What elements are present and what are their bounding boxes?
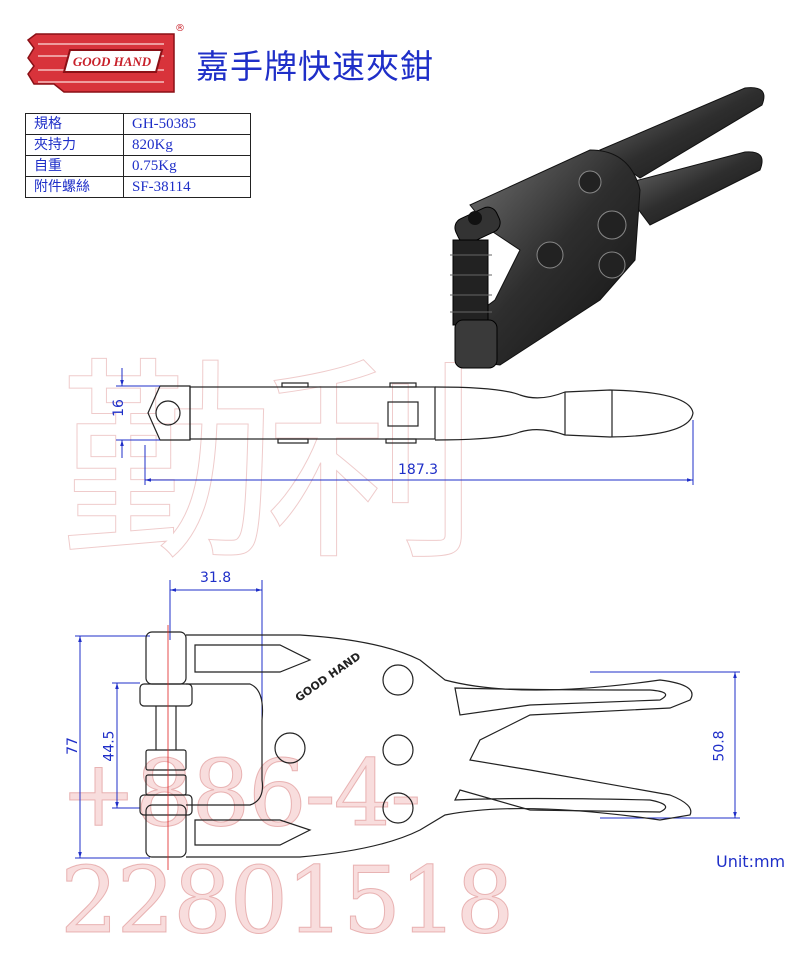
clamp-side-view — [147, 382, 694, 444]
clamp-front-view: GOOD HAND — [139, 625, 693, 870]
good-hand-logo: GOOD HAND ® — [24, 22, 184, 100]
dimension-handle-spread: 50.8 — [711, 730, 728, 762]
dimension-pivot-offset: 31.8 — [200, 570, 232, 586]
dimension-lines — [75, 368, 740, 859]
dimension-side-height: 16 — [110, 399, 127, 417]
spec-value: SF-38114 — [123, 176, 251, 198]
spec-label: 附件螺絲 — [25, 176, 124, 198]
dimension-spindle-span: 44.5 — [101, 730, 118, 762]
unit-label: Unit:mm — [716, 852, 786, 871]
logo-text: GOOD HAND — [73, 54, 152, 69]
registered-mark: ® — [175, 23, 184, 34]
body-marking: GOOD HAND — [293, 650, 363, 705]
dimension-overall-length: 187.3 — [398, 462, 439, 478]
dimension-total-height: 77 — [64, 737, 81, 755]
watermark-name: 勤利 — [60, 339, 481, 591]
page-title: 嘉手牌快速夾鉗 — [196, 47, 434, 86]
clamp-3d-render — [450, 87, 765, 369]
technical-drawing: GOOD HAND — [75, 87, 765, 870]
logo-graphic: GOOD HAND ® — [26, 23, 184, 93]
spec-value: 820Kg — [123, 134, 251, 156]
